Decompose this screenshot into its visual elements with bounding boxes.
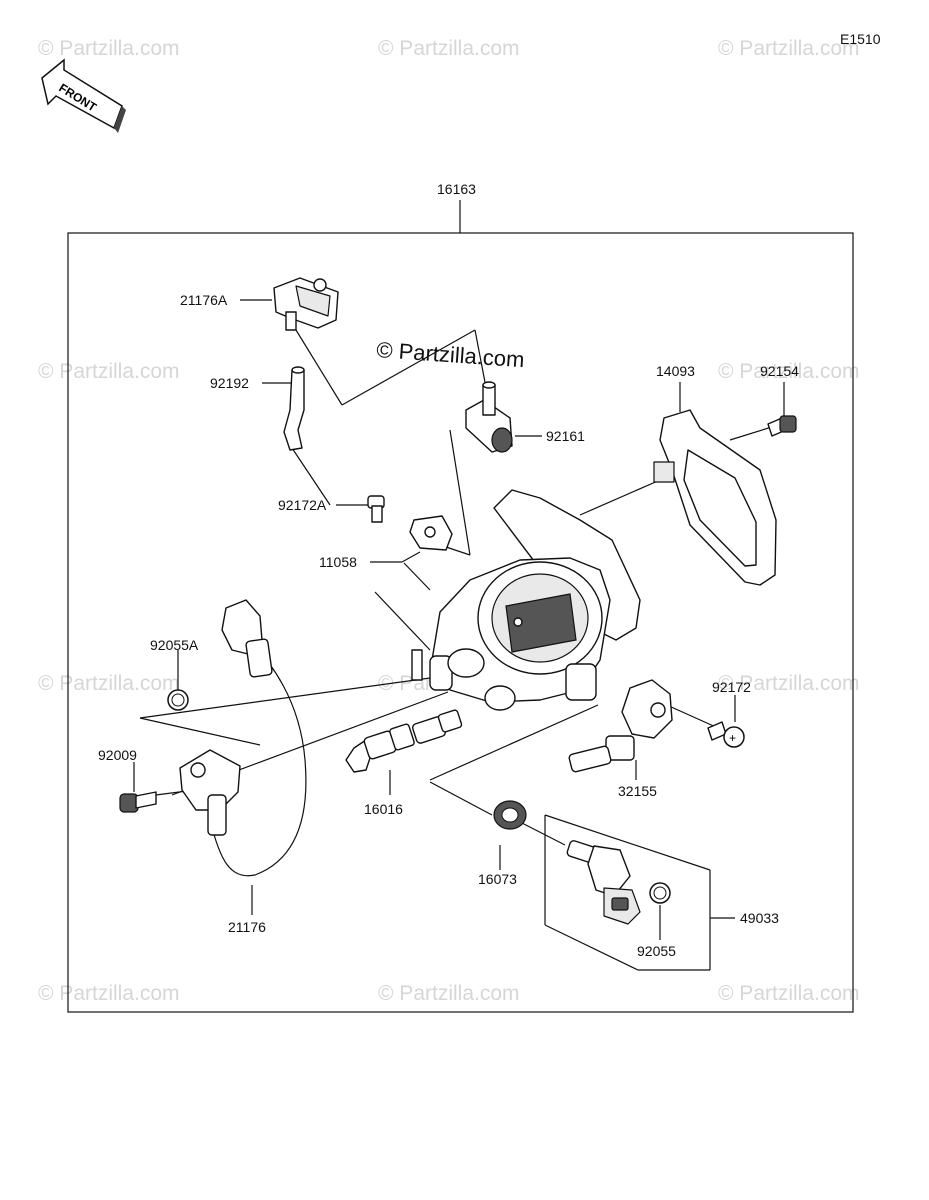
- watermark: © Partzilla.com: [378, 37, 520, 60]
- watermark: © Partzilla.com: [718, 37, 860, 60]
- callout-92154: 92154: [760, 363, 799, 379]
- callout-92009: 92009: [98, 747, 137, 763]
- callout-92055: 92055: [637, 943, 676, 959]
- callout-labels: 21176A 92192 92161 14093 92154 92172A 11…: [98, 292, 799, 959]
- watermark: © Partzilla.com: [718, 672, 860, 695]
- part-92055-o-ring: [649, 882, 671, 904]
- watermark: © Partzilla.com: [718, 982, 860, 1005]
- part-16073-collar: [493, 800, 527, 830]
- callout-16073: 16073: [478, 871, 517, 887]
- part-14093-bracket: [653, 409, 777, 586]
- watermark: © Partzilla.com: [38, 360, 180, 383]
- watermark: © Partzilla.com: [38, 982, 180, 1005]
- callout-92172: 92172: [712, 679, 751, 695]
- callout-92161: 92161: [546, 428, 585, 444]
- part-92009-screw: [119, 791, 157, 813]
- watermark-center: © Partzilla.com: [376, 337, 526, 372]
- watermark: © Partzilla.com: [38, 37, 180, 60]
- part-21176-harness: [179, 599, 307, 877]
- callout-21176a: 21176A: [180, 292, 228, 308]
- part-92161-fitting: [465, 381, 513, 453]
- callout-92055a: 92055A: [150, 637, 199, 653]
- part-throttle-body: [411, 489, 641, 711]
- part-21176a-sensor: [273, 277, 339, 331]
- watermark: © Partzilla.com: [718, 360, 860, 383]
- watermark: © Partzilla.com: [38, 672, 180, 695]
- diagram-code: E1510: [840, 31, 881, 47]
- part-49033-injector: [566, 840, 641, 925]
- callout-16016: 16016: [364, 801, 403, 817]
- callout-92172a: 92172A: [278, 497, 327, 513]
- callout-21176: 21176: [228, 919, 266, 935]
- watermark: © Partzilla.com: [378, 982, 520, 1005]
- callout-11058: 11058: [319, 554, 357, 570]
- callout-16163: 16163: [437, 181, 476, 197]
- leader-lines: [133, 299, 785, 971]
- part-16016-valve: [345, 709, 463, 773]
- callout-49033: 49033: [740, 910, 779, 926]
- callout-32155: 32155: [618, 783, 657, 799]
- part-92055a-o-ring: [167, 689, 189, 711]
- part-92192-hose: [283, 366, 305, 451]
- svg-text:+: +: [729, 731, 736, 745]
- part-92172a-screw: [367, 495, 385, 523]
- part-92172-screw: +: [707, 721, 745, 748]
- part-11058-clip: [409, 515, 453, 551]
- part-92154-bolt: [767, 415, 797, 437]
- callout-14093: 14093: [656, 363, 695, 379]
- callout-92192: 92192: [210, 375, 249, 391]
- front-arrow-icon: FRONT: [41, 58, 126, 133]
- part-32155-linkage: [568, 679, 673, 773]
